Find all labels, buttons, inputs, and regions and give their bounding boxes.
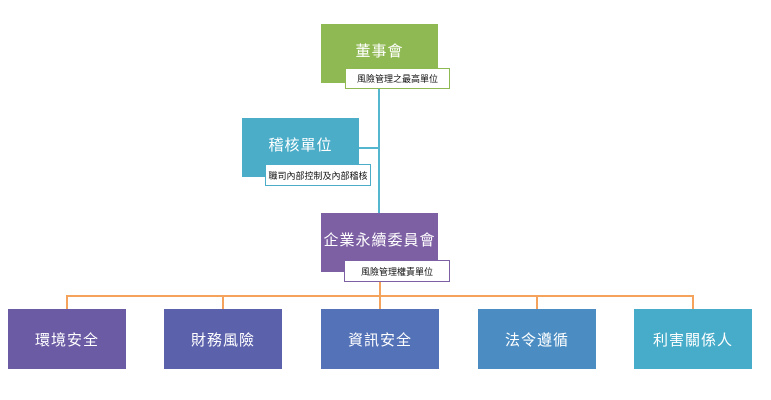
- node-child-4: 法令遵循: [478, 309, 596, 369]
- connector-child-4: [536, 295, 538, 309]
- node-committee-label: 企業永續委員會: [323, 231, 436, 249]
- node-audit-tag: 職司內部控制及內部稽核: [265, 164, 371, 186]
- node-child-1: 環境安全: [8, 309, 126, 369]
- node-child-3-label: 資訊安全: [347, 330, 412, 349]
- connector-audit-branch: [359, 147, 379, 149]
- node-board-label: 董事會: [355, 42, 404, 60]
- node-child-2: 財務風險: [164, 309, 282, 369]
- node-committee-tag: 風險管理權責單位: [344, 260, 450, 282]
- node-child-1-label: 環境安全: [34, 330, 99, 349]
- node-board-tag: 風險管理之最高單位: [345, 68, 450, 89]
- connector-committee-to-bus: [379, 282, 381, 296]
- connector-child-2: [222, 295, 224, 309]
- connector-child-5: [692, 295, 694, 309]
- node-audit-label: 稽核單位: [268, 136, 333, 154]
- connector-child-1: [66, 295, 68, 309]
- node-child-5-label: 利害關係人: [652, 330, 733, 349]
- node-child-3: 資訊安全: [321, 309, 439, 369]
- node-child-4-label: 法令遵循: [504, 330, 569, 349]
- node-child-2-label: 財務風險: [190, 330, 255, 349]
- connector-child-3: [379, 295, 381, 309]
- connector-board-to-committee: [378, 89, 380, 213]
- node-child-5: 利害關係人: [634, 309, 752, 369]
